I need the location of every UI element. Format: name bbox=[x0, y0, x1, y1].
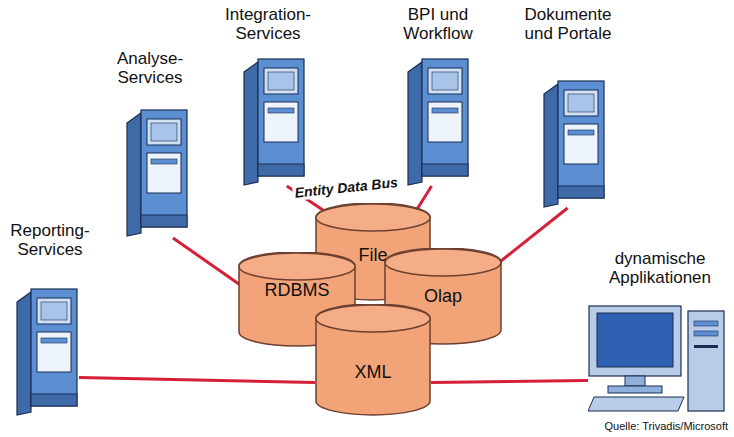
server-node: Integration- Services bbox=[213, 6, 323, 186]
store-label: XML bbox=[315, 304, 431, 383]
computer-node: dynamische Applikationen bbox=[588, 250, 726, 413]
service-label: Analyse- Services bbox=[100, 50, 200, 87]
cylinder-shape bbox=[315, 304, 431, 416]
store-label: RDBMS bbox=[238, 252, 356, 301]
store-label: Olap bbox=[384, 248, 502, 307]
connector-line bbox=[79, 378, 315, 383]
service-label: BPI und Workflow bbox=[393, 6, 483, 43]
server-node: Dokumente und Portale bbox=[513, 6, 623, 208]
service-label: Dokumente und Portale bbox=[513, 6, 623, 43]
server-icon bbox=[406, 58, 470, 186]
service-label: dynamische Applikationen bbox=[598, 250, 723, 287]
connector-line bbox=[173, 238, 247, 290]
server-node: Analyse- Services bbox=[100, 50, 200, 238]
server-icon bbox=[542, 80, 606, 208]
database-cylinder: XML bbox=[315, 304, 431, 416]
computer-icon bbox=[588, 305, 726, 413]
server-icon bbox=[125, 108, 189, 238]
service-label: Integration- Services bbox=[213, 6, 323, 43]
bus-label: Entity Data Bus bbox=[292, 175, 400, 202]
server-icon bbox=[15, 288, 79, 416]
connector-line bbox=[431, 381, 588, 383]
server-node: Reporting- Services bbox=[5, 222, 95, 416]
server-node: BPI und Workflow bbox=[393, 6, 483, 186]
service-label: Reporting- Services bbox=[5, 222, 95, 259]
server-icon bbox=[242, 58, 306, 186]
source-note: Quelle: Trivadis/Microsoft bbox=[605, 420, 728, 432]
